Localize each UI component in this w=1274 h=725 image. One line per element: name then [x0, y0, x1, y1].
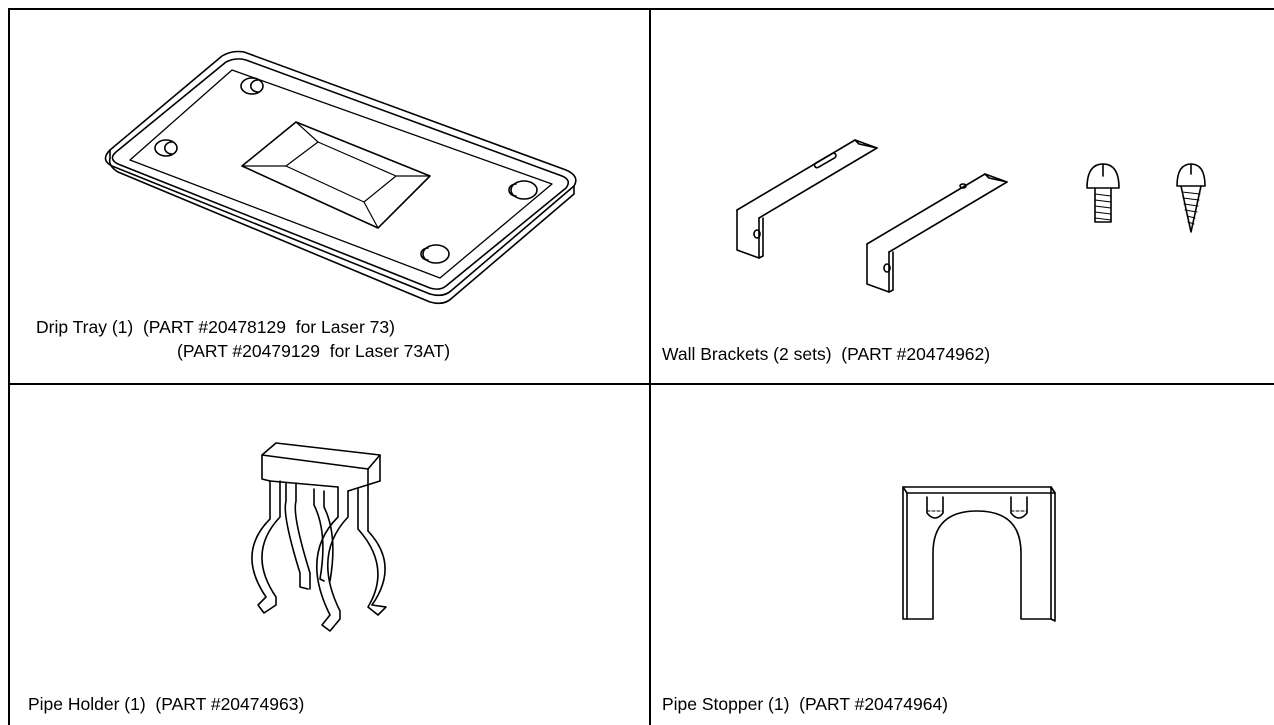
- machine-screw: [1087, 164, 1119, 222]
- drip-tray-caption-line1: Drip Tray (1) (PART #20478129 for Laser …: [36, 317, 395, 337]
- wall-brackets-cell: Wall Brackets (2 sets) (PART #20474962): [637, 0, 1274, 383]
- pipe-holder-illustration: [0, 383, 637, 725]
- bracket-right: [867, 174, 1007, 292]
- wall-bracket-illustration: [637, 0, 1274, 383]
- drip-tray-cell: Drip Tray (1) (PART #20478129 for Laser …: [0, 0, 637, 383]
- table-border-left: [8, 8, 10, 725]
- table-divider-vertical: [649, 8, 651, 725]
- drip-tray-caption-line2: (PART #20479129 for Laser 73AT): [177, 341, 451, 361]
- pipe-stopper-cell: Pipe Stopper (1) (PART #20474964): [637, 383, 1274, 725]
- table-border-top: [8, 8, 1274, 10]
- pipe-stopper-caption: Pipe Stopper (1) (PART #20474964): [662, 694, 949, 714]
- drip-tray-illustration: [0, 0, 637, 383]
- bracket-left: [737, 140, 877, 258]
- pipe-holder-caption: Pipe Holder (1) (PART #20474963): [28, 694, 305, 714]
- pipe-stopper-illustration: [637, 383, 1274, 725]
- pipe-holder-cell: Pipe Holder (1) (PART #20474963): [0, 383, 637, 725]
- wall-brackets-caption: Wall Brackets (2 sets) (PART #20474962): [662, 344, 991, 364]
- table-divider-horizontal: [8, 383, 1274, 385]
- wood-screw: [1177, 164, 1205, 232]
